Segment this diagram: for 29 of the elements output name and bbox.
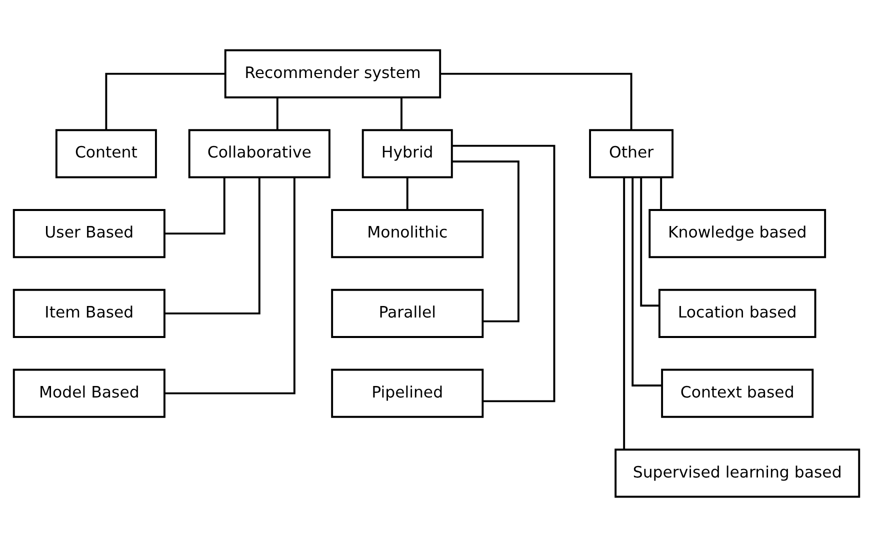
connector [623,177,626,449]
connector [276,97,278,130]
connector [440,72,632,130]
node-box: Other [589,128,674,178]
connector [452,144,556,402]
node-box: Monolithic [331,208,484,258]
node-box: Content [55,128,157,178]
node-box: Collaborative [188,128,330,178]
connector [105,72,226,130]
connector [632,177,662,386]
node-box: Location based [658,288,816,338]
connector [164,177,226,234]
node-box: Hybrid [362,128,453,178]
connector [164,176,260,314]
connector [400,97,402,130]
connector [640,176,660,306]
connector [660,177,662,210]
node-box: Model Based [12,368,166,418]
connector [452,160,520,322]
node-box: Context based [661,368,814,418]
node-box: Pipelined [331,368,484,418]
node-box: Item Based [12,288,166,338]
node-box: Knowledge based [648,208,826,258]
node-box: Parallel [331,288,484,338]
connector [165,177,296,394]
connector [406,177,408,210]
node-box: Recommender system [224,48,442,98]
node-box: User Based [12,208,166,258]
node-box: Supervised learning based [614,448,860,498]
